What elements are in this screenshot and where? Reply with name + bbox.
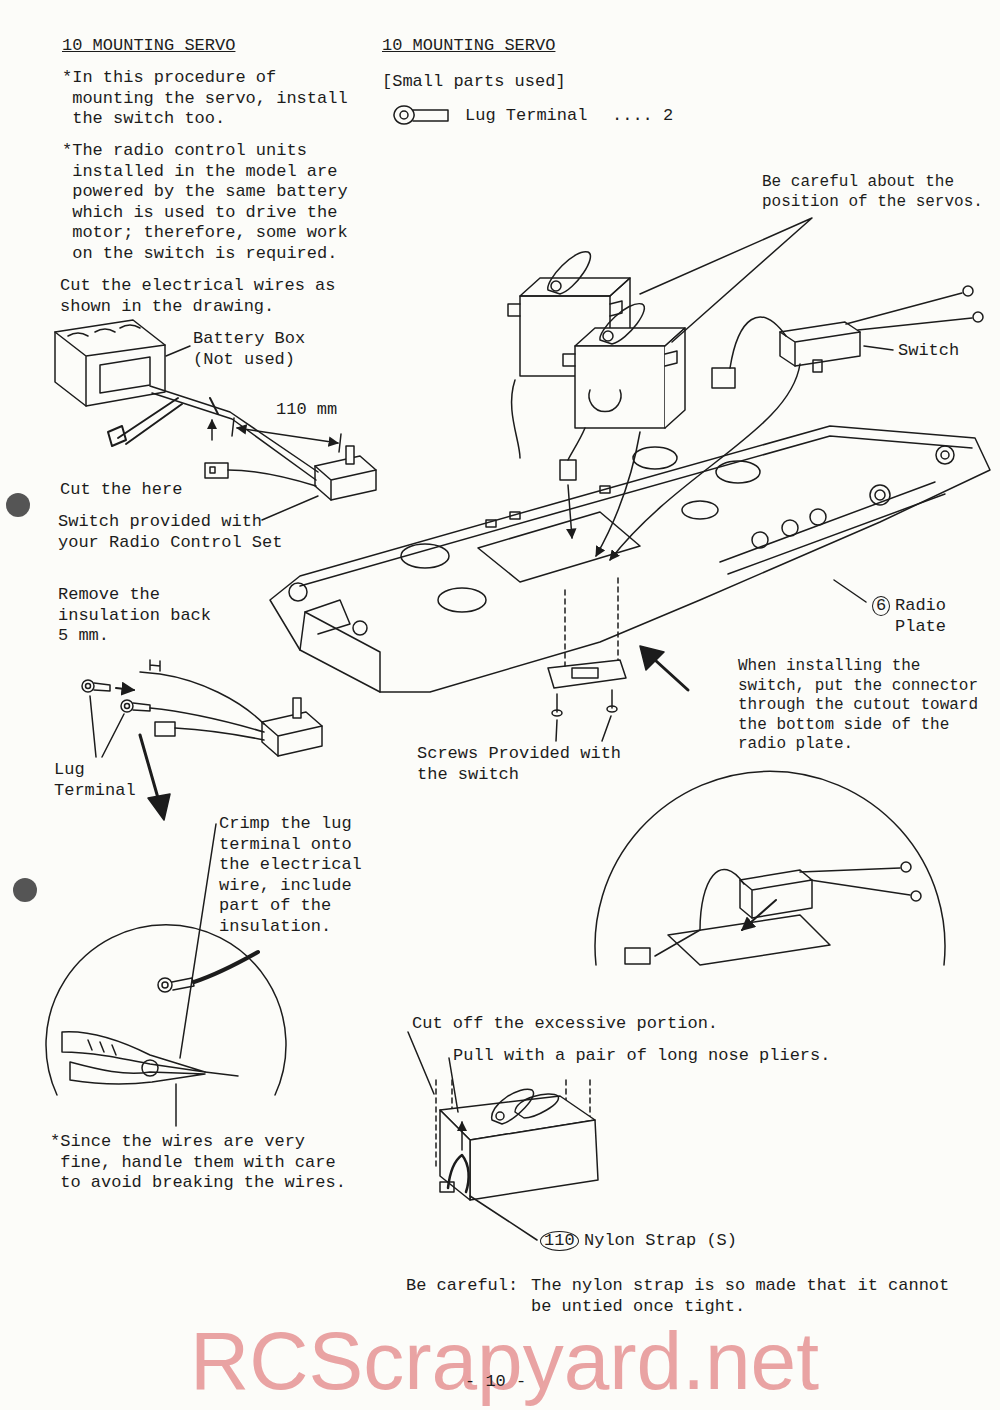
leader-line (556, 716, 611, 741)
dimension: 110 mm (276, 400, 337, 421)
part-name: Battery Box (Not used) (193, 329, 310, 370)
servo (563, 304, 685, 428)
quantity: .... 2 (612, 106, 673, 127)
cut-mark (210, 398, 218, 414)
battery-box (55, 320, 165, 406)
instruction: Pull with a pair of long nose pliers. (453, 1046, 830, 1067)
arrow (461, 1122, 463, 1150)
big-arrow (640, 646, 688, 690)
lug-terminal (158, 952, 258, 992)
caution: Be careful: (406, 1276, 518, 1297)
instruction: Cut the electrical wires as shown in the… (60, 276, 341, 317)
parts-heading: [Small parts used] (382, 72, 566, 93)
leader-line (864, 346, 893, 350)
instruction: Remove the insulation back 5 mm. (58, 585, 216, 647)
callout-number: 6 (872, 596, 890, 616)
servo (440, 1089, 598, 1200)
dimension-line (232, 418, 341, 452)
pliers (62, 1032, 238, 1084)
part-name: Radio Plate (895, 596, 951, 637)
wire (512, 380, 585, 480)
callout-number: 110 (540, 1231, 579, 1251)
punch-hole (6, 493, 30, 517)
arrow (568, 485, 572, 538)
part-name: Lug Terminal (54, 760, 141, 801)
dimension-bracket (150, 660, 160, 671)
leader-line (470, 1196, 537, 1240)
note: *The radio control units installed in th… (62, 141, 358, 264)
wire (625, 862, 921, 964)
arrow (596, 432, 640, 556)
leader-line (449, 1058, 458, 1112)
part-name: Nylon Strap (S) (584, 1231, 737, 1252)
section-heading: 10 MOUNTING SERVO (382, 36, 555, 57)
wire (140, 672, 264, 740)
switch (740, 870, 812, 918)
arrow (742, 900, 776, 930)
switch (315, 446, 376, 500)
switch (262, 698, 322, 756)
part-name: Screws Provided with the switch (417, 744, 626, 785)
detail-circle (46, 925, 286, 1095)
leader-line (262, 496, 318, 520)
note: *In this procedure of mounting the servo… (62, 68, 358, 130)
part-name: Switch provided with your Radio Control … (58, 512, 288, 553)
nylon-strap (440, 1155, 469, 1192)
note: *Since the wires are very fine, handle t… (50, 1132, 349, 1194)
switch (780, 322, 860, 372)
leader-line (166, 346, 190, 356)
scissors (108, 398, 182, 446)
leader-line (408, 1032, 434, 1094)
leader-line (834, 580, 866, 602)
instruction: Cut the here (60, 480, 182, 501)
caution: Be careful about the position of the ser… (762, 173, 988, 212)
lug-terminal (82, 680, 150, 712)
switch-plate (548, 660, 626, 688)
instruction: Crimp the lug terminal onto the electric… (219, 814, 367, 937)
leader-line (175, 1084, 177, 1126)
caution: The nylon strap is so made that it canno… (531, 1276, 954, 1317)
part-name: Lug Terminal (465, 106, 587, 127)
part-name: Switch (898, 341, 959, 362)
arrow (116, 688, 134, 690)
instruction: Cut off the excessive portion. (412, 1014, 718, 1035)
leader-line (640, 218, 812, 342)
detail-circle (595, 771, 945, 965)
punch-hole (13, 878, 37, 902)
screw (552, 690, 617, 716)
cut-arrow (211, 420, 213, 440)
section-heading: 10 MOUNTING SERVO (62, 36, 235, 57)
dashed-line (565, 578, 618, 666)
leader-line (180, 824, 216, 1058)
radio-plate (270, 426, 990, 692)
leader-line (90, 696, 124, 757)
instruction: When installing the switch, put the conn… (738, 657, 983, 755)
page-number: - 10 - (465, 1372, 526, 1393)
lug-terminal-icon (394, 106, 448, 124)
big-arrow (140, 735, 170, 820)
wire (610, 286, 983, 560)
